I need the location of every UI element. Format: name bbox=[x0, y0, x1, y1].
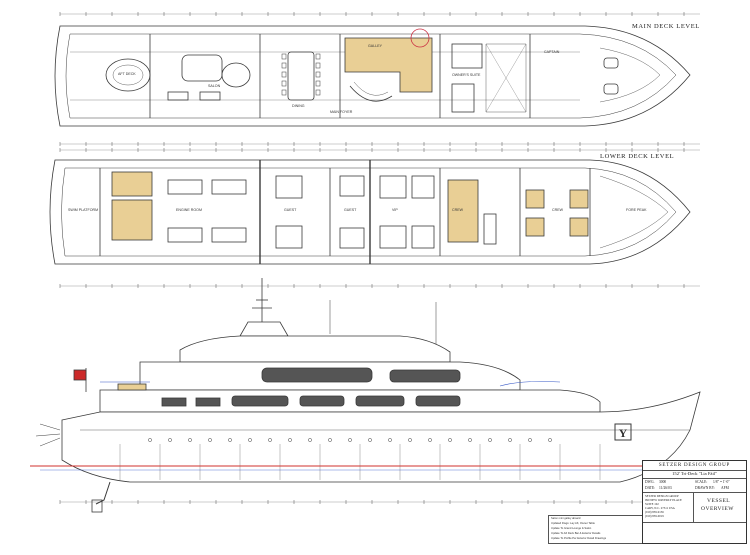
main-deck-hull-outline bbox=[54, 25, 691, 127]
drawn-by-label: DRAWN BY: bbox=[695, 486, 715, 490]
engine-stbd bbox=[167, 227, 203, 243]
revision-item: Salon mini galley aboard bbox=[551, 517, 581, 520]
date-value: 11/26/03 bbox=[659, 486, 672, 490]
address-line: (919) 859-9156 bbox=[645, 510, 664, 514]
yacht-profile: Y bbox=[35, 278, 701, 513]
dwg-value: 3000 bbox=[659, 480, 667, 484]
date-label: DATE: bbox=[645, 486, 656, 490]
hull bbox=[61, 391, 701, 483]
engine-room-area bbox=[111, 199, 153, 241]
sheet-title-line2: OVERVIEW bbox=[701, 506, 734, 512]
room-label: FORE PEAK bbox=[626, 208, 647, 212]
engine-port bbox=[167, 179, 203, 195]
room-label: VIP bbox=[392, 208, 398, 212]
revision-item: Update To Aft Deck Bar & Exterior Detail… bbox=[551, 532, 601, 535]
room-label: OWNER'S SUITE bbox=[452, 73, 481, 77]
upper-deck-superstructure bbox=[179, 335, 451, 363]
lower-deck-label: LOWER DECK LEVEL bbox=[600, 153, 675, 160]
drawn-by-value: AFM bbox=[721, 486, 729, 490]
helm-station bbox=[410, 28, 430, 48]
main-deck-plan bbox=[54, 25, 691, 127]
address-line: SETZER DESIGN GROUP bbox=[645, 494, 679, 498]
company-name: SETZER DESIGN GROUP bbox=[643, 461, 746, 471]
owners-bed bbox=[451, 43, 483, 69]
address-line: SUITE 102 bbox=[645, 502, 659, 506]
main-stair bbox=[349, 85, 393, 102]
revision-item: Update To Profile Per Exterior Detail Dr… bbox=[551, 537, 607, 540]
main-deck-label: MAIN DECK LEVEL bbox=[632, 23, 700, 30]
crew-area-2 bbox=[525, 189, 545, 209]
galley-area bbox=[344, 37, 433, 93]
room-label: GALLEY bbox=[368, 44, 382, 48]
propeller-strut bbox=[95, 481, 111, 505]
scale-value: 1/8" = 1'-0" bbox=[713, 480, 730, 484]
room-label: CREW bbox=[452, 208, 463, 212]
lower-deck-plan bbox=[49, 159, 691, 265]
radar-arch bbox=[239, 321, 289, 337]
revision-item: Updated Dwgs: Lay Aft, Owner Table bbox=[551, 522, 595, 525]
dwg-label: DWG. bbox=[645, 480, 655, 484]
address-line: CARY, N.C. 27511 USA bbox=[645, 506, 675, 510]
title-block: SETZER DESIGN GROUP 152' Tri-Deck "Lia F… bbox=[642, 460, 747, 544]
svg-text:Y: Y bbox=[619, 426, 628, 440]
room-label: CREW bbox=[552, 208, 563, 212]
window-band-1 bbox=[261, 367, 373, 383]
address-line: 990 NEW WAVERLY PLACE bbox=[645, 498, 682, 502]
sheet-title-line1: VESSEL bbox=[707, 498, 731, 504]
room-label: DINING bbox=[292, 104, 305, 108]
dining-table bbox=[287, 51, 315, 101]
main-deck-superstructure bbox=[99, 389, 601, 413]
room-label: CAPTAIN bbox=[544, 50, 560, 54]
revision-list: Salon mini galley aboard Updated Dwgs: L… bbox=[548, 515, 644, 544]
bow-logo bbox=[614, 423, 632, 441]
scale-label: SCALE: bbox=[695, 480, 708, 484]
room-label: MAIN FOYER bbox=[330, 110, 353, 114]
revision-item: Update To Grand Lounge & Salon bbox=[551, 527, 592, 530]
room-label: AFT DECK bbox=[118, 72, 136, 76]
room-label: GUEST bbox=[344, 208, 357, 212]
room-label: ENGINE ROOM bbox=[176, 208, 202, 212]
project-name: 152' Tri-Deck "Lia Fáil" bbox=[643, 470, 746, 479]
lower-deck-hull-outline bbox=[49, 159, 691, 265]
crew-area-1 bbox=[447, 179, 479, 243]
room-label: SALON bbox=[208, 84, 221, 88]
stern-flag bbox=[73, 369, 87, 381]
salon-table bbox=[221, 62, 251, 88]
aft-deck-table bbox=[105, 58, 151, 92]
room-label: SWIM PLATFORM bbox=[68, 208, 99, 212]
room-label: GUEST bbox=[284, 208, 297, 212]
address-line: (919) 859-0019 bbox=[645, 514, 664, 518]
